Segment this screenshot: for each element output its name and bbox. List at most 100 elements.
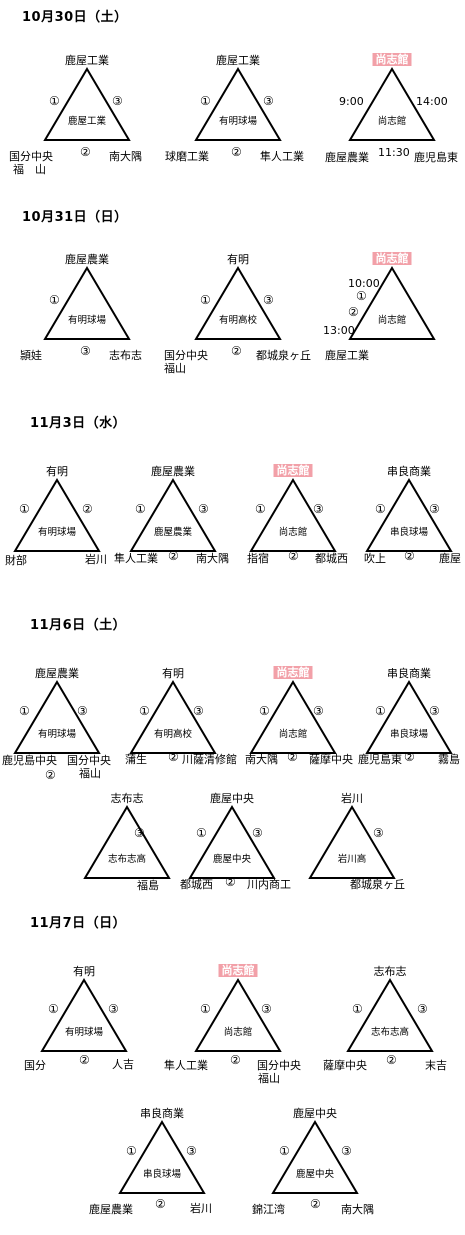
game-2-marker: ② (310, 1197, 321, 1211)
venue-block: 尚志館 尚志館 10:00 ① ② 13:00 鹿屋工業 (323, 251, 465, 381)
venue-host: 串良商業 (387, 667, 431, 680)
game-2-time: 11:30 (378, 146, 410, 159)
venue-ground: 尚志館 (278, 729, 308, 740)
game-1-marker: ① (200, 293, 211, 307)
venue-block: 鹿屋農業 鹿屋農業 ① ③ ② 隼人工業 南大隅 (113, 463, 253, 593)
game-3-marker: ③ (261, 1002, 272, 1016)
team-left: 国分 (24, 1059, 46, 1072)
game-3-marker: ③ (80, 344, 91, 358)
team-right: 川薩清修館 (182, 753, 237, 766)
venue-ground: 有明球場 (37, 527, 77, 538)
venue-ground: 鹿屋中央 (212, 854, 252, 865)
team-right: 人吉 (112, 1058, 134, 1071)
game-1-marker: ① (196, 826, 207, 840)
venue-host-highlight: 尚志館 (372, 53, 412, 66)
venue-host: 鹿屋工業 (216, 54, 260, 67)
game-3-marker: ③ (77, 704, 88, 718)
venue-block: 串良商業 串良球場 ① ③ ② 鹿児島東 霧島 (349, 665, 465, 795)
venue-ground: 有明球場 (218, 116, 258, 127)
team-left: 南大隅 (245, 753, 278, 766)
team-left-2: 福 山 (13, 163, 46, 176)
venue-block: 串良商業 串良球場 ① ③ ② 吹上 鹿屋 (349, 463, 465, 593)
venue-host-highlight: 尚志館 (218, 964, 258, 977)
team-right: 南大隅 (109, 150, 142, 163)
team-left: 国分中央 (9, 150, 53, 163)
game-3-marker: ③ (341, 1144, 352, 1158)
venue-block: 有明 有明球場 ① ③ ② 国分 人吉 (24, 963, 164, 1093)
venue-host-highlight: 尚志館 (273, 666, 313, 679)
venue-block: 有明 有明高校 ① ③ ② 国分中央 福山 都城泉ヶ丘 (164, 251, 318, 381)
team-left: 薩摩中央 (323, 1059, 367, 1072)
game-1-marker: ① (139, 704, 150, 718)
team-right: 鹿屋 (439, 552, 461, 565)
venue-block: 鹿屋工業 鹿屋工業 ① ③ ② 国分中央 福 山 南大隅 (9, 52, 167, 182)
triangle-shape (365, 478, 453, 552)
team-left: 鹿屋工業 (325, 349, 369, 362)
team-right: 隼人工業 (260, 150, 304, 163)
team-right: 霧島 (438, 753, 460, 766)
game-1-marker: ① (49, 94, 60, 108)
team-left: 隼人工業 (164, 1059, 208, 1072)
triangle-shape (40, 978, 128, 1052)
game-1-marker: ① (279, 1144, 290, 1158)
venue-ground: 有明高校 (153, 729, 193, 740)
venue-host: 鹿屋中央 (293, 1107, 337, 1120)
game-2-marker: ② (168, 750, 179, 764)
game-1-marker: ① (48, 1002, 59, 1016)
game-2-marker: ② (45, 768, 56, 782)
venue-host-highlight: 尚志館 (273, 464, 313, 477)
venue-ground: 串良球場 (389, 527, 429, 538)
triangle-shape (194, 266, 282, 340)
game-1-marker: ① (375, 704, 386, 718)
venue-host: 鹿屋中央 (210, 792, 254, 805)
game-1-marker: ① (200, 94, 211, 108)
venue-block: 有明 有明高校 ① ③ ② 蒲生 川薩清修館 (113, 665, 253, 795)
triangle-shape (13, 478, 101, 552)
venue-ground: 有明球場 (37, 729, 77, 740)
team-right: 鹿児島東 (414, 151, 458, 164)
game-2-marker: ② (79, 1053, 90, 1067)
team-left: 頴娃 (20, 349, 42, 362)
venue-block: 鹿屋中央 鹿屋中央 ① ③ ② 錦江湾 南大隅 (252, 1105, 395, 1235)
team-left: 蒲生 (125, 753, 147, 766)
venue-ground: 串良球場 (142, 1169, 182, 1180)
game-1-marker: ① (200, 1002, 211, 1016)
venue-block: 尚志館 尚志館 ① ③ ② 指宿 都城西 (233, 463, 373, 593)
venue-ground: 志布志高 (370, 1027, 410, 1038)
game-2-marker: ② (231, 145, 242, 159)
triangle-shape (365, 680, 453, 754)
venue-block: 尚志館 尚志館 9:00 14:00 11:30 鹿屋農業 鹿児島東 (325, 52, 465, 182)
triangle-shape (194, 978, 282, 1052)
team-right: 志布志 (109, 349, 142, 362)
venue-host: 有明 (73, 965, 95, 978)
triangle-shape (118, 1120, 206, 1194)
team-right: 薩摩中央 (309, 753, 353, 766)
team-right: 国分中央 (67, 754, 111, 767)
venue-host: 岩川 (341, 792, 363, 805)
venue-block: 尚志館 尚志館 ① ③ ② 南大隅 薩摩中央 (233, 665, 373, 795)
triangle-shape (346, 978, 434, 1052)
team-left-2: 福山 (164, 362, 186, 375)
triangle-shape (43, 266, 131, 340)
game-2-marker: ② (225, 875, 236, 889)
team-right: 川内商工 (247, 878, 291, 891)
team-right: 都城泉ヶ丘 (256, 349, 311, 362)
team-left: 財部 (5, 554, 27, 567)
game-3-marker: ③ (252, 826, 263, 840)
game-3-marker: ③ (263, 293, 274, 307)
game-3-marker: ③ (429, 502, 440, 516)
team-left: 隼人工業 (114, 552, 158, 565)
game-1-marker: ① (352, 1002, 363, 1016)
game-1-time: 9:00 (339, 95, 364, 108)
game-1-marker: ① (19, 704, 30, 718)
game-3-marker: ③ (193, 704, 204, 718)
game-2-marker: ② (404, 750, 415, 764)
date-heading: 11月6日（土） (30, 618, 127, 633)
triangle-shape (83, 805, 171, 879)
game-2-marker: ② (80, 145, 91, 159)
triangle-shape (271, 1120, 359, 1194)
team-right: 南大隅 (341, 1203, 374, 1216)
venue-ground: 有明高校 (218, 315, 258, 326)
venue-host: 串良商業 (387, 465, 431, 478)
game-2-marker: ② (404, 549, 415, 563)
